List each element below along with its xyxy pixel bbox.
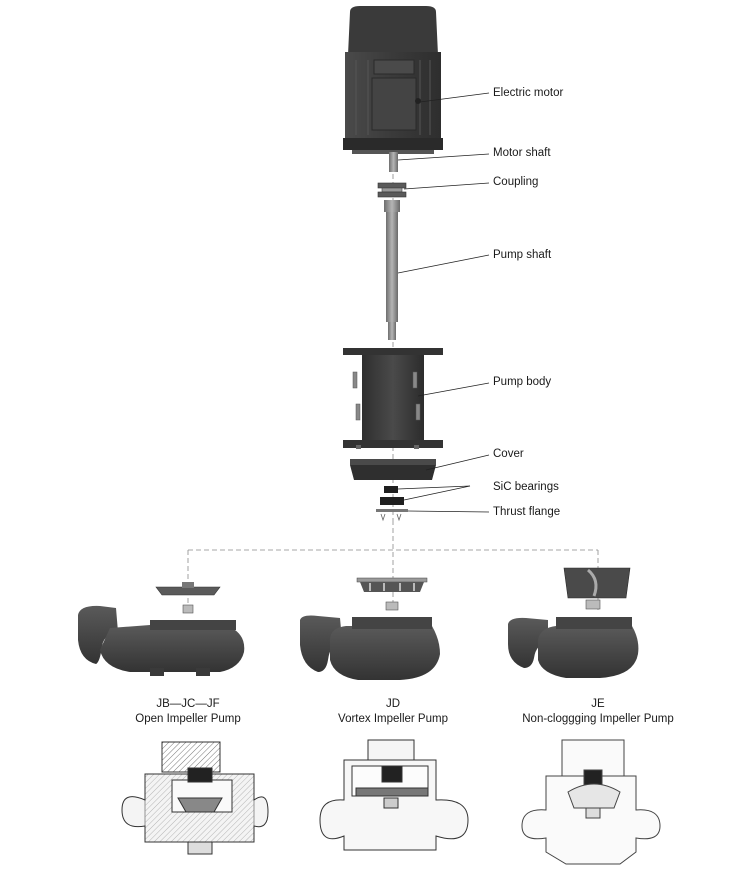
label-cover: Cover [493, 448, 524, 460]
leader-lines [397, 92, 490, 513]
caption-non-clogging-impeller: JE Non-cloggging Impeller Pump [520, 697, 676, 727]
electric-motor [343, 6, 443, 154]
vortex-impeller [356, 577, 428, 611]
caption-name: Non-cloggging Impeller Pump [522, 713, 674, 725]
open-impeller-casing [78, 605, 245, 676]
thrust-flange [376, 509, 408, 522]
caption-name: Vortex Impeller Pump [338, 713, 448, 725]
non-clogging-casing [508, 617, 639, 678]
distribution-lines [187, 520, 599, 610]
caption-code: JD [385, 698, 401, 710]
non-clogging-impeller [563, 567, 631, 610]
vortex-impeller-cross-section [319, 739, 469, 851]
cover [350, 459, 436, 480]
coupling [377, 182, 407, 198]
pump-shaft [384, 200, 400, 340]
label-pump-body: Pump body [493, 376, 552, 388]
non-clogging-cross-section [521, 739, 661, 865]
label-sic-bearings: SiC bearings [493, 481, 559, 493]
pump-body [343, 348, 443, 449]
motor-shaft [389, 152, 398, 172]
caption-code: JE [591, 698, 605, 710]
label-coupling: Coupling [493, 176, 539, 188]
open-impeller [155, 582, 221, 614]
label-pump-shaft: Pump shaft [493, 249, 552, 261]
sic-bearings [380, 486, 404, 505]
vortex-impeller-casing [300, 615, 440, 680]
caption-open-impeller: JB—JC—JF Open Impeller Pump [128, 697, 248, 727]
open-impeller-cross-section [121, 741, 269, 855]
caption-code: JB—JC—JF [156, 698, 220, 710]
label-thrust-flange: Thrust flange [493, 506, 561, 518]
caption-name: Open Impeller Pump [135, 713, 241, 725]
caption-vortex-impeller: JD Vortex Impeller Pump [330, 697, 456, 727]
label-electric-motor: Electric motor [493, 87, 564, 99]
label-motor-shaft: Motor shaft [493, 147, 551, 159]
